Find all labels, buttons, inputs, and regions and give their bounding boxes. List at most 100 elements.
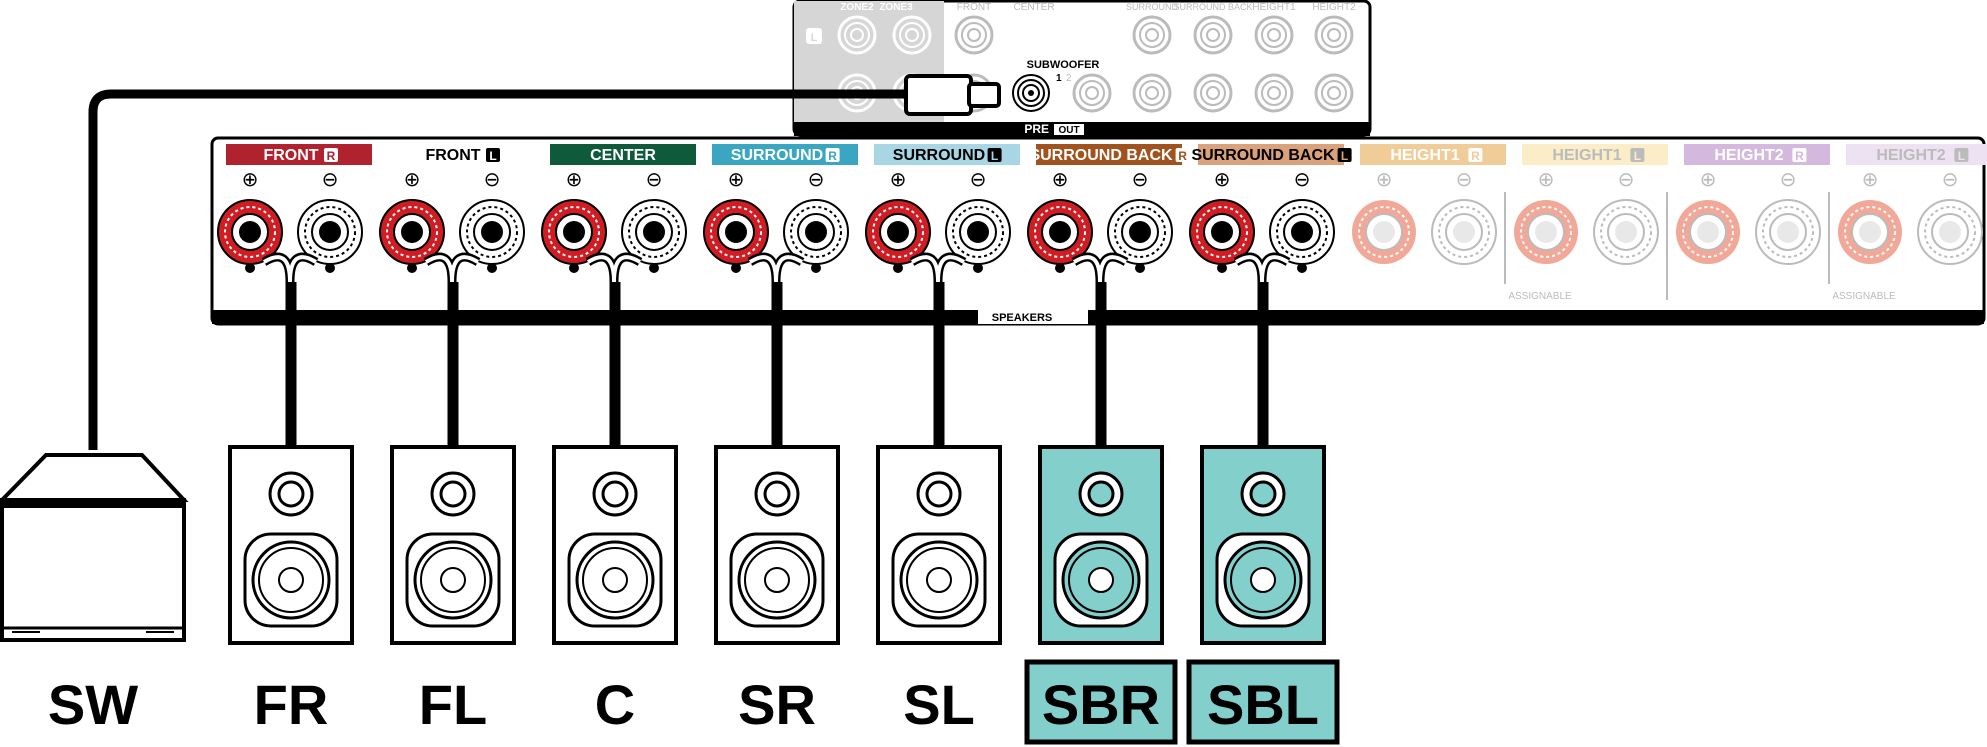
terminal-side-letter: L: [1634, 149, 1641, 163]
speaker-label-sbr: SBR: [1042, 673, 1160, 736]
terminal-post-positive: [541, 199, 607, 265]
pre-label: PRE: [1024, 122, 1049, 136]
terminal-post-negative: [1107, 199, 1173, 265]
terminal-post-negative: [1917, 199, 1983, 265]
plus-symbol: ⊕: [1052, 169, 1069, 191]
preout-rca-jack: [1193, 15, 1233, 55]
preout-rca-jack: [1254, 73, 1294, 113]
terminal-side-badge: [825, 148, 840, 162]
preout-rca-jack: [1193, 73, 1233, 113]
subwoofer-number-2: 2: [1066, 73, 1072, 84]
terminal-post-positive: [1676, 200, 1740, 264]
terminal-side-badge: [1630, 148, 1645, 162]
plus-symbol: ⊕: [728, 169, 745, 191]
minus-symbol: ⊖: [1132, 169, 1149, 191]
terminal-post-negative: [945, 199, 1011, 265]
speaker-cabinet: [876, 445, 1002, 645]
terminal-side-letter: R: [327, 149, 336, 163]
minus-symbol: ⊖: [646, 169, 663, 191]
terminal-group: SURROUND R ⊕ ⊖: [703, 144, 858, 283]
terminal-label: HEIGHT2: [1714, 147, 1783, 164]
rca-plug-body: [904, 74, 973, 116]
speaker-label-box: [1024, 659, 1178, 745]
speaker-cabinet: [552, 445, 678, 645]
out-label-box: [1054, 124, 1084, 135]
out-label: OUT: [1058, 125, 1079, 136]
preout-label-height2: HEIGHT2: [1312, 2, 1356, 13]
terminal-side-badge: [987, 148, 1002, 162]
plus-symbol: ⊕: [1538, 169, 1555, 191]
terminal-post-negative: [297, 199, 363, 265]
terminal-post-positive: [217, 199, 283, 265]
terminal-label: HEIGHT1: [1390, 147, 1459, 164]
preout-label-center: CENTER: [1013, 2, 1054, 13]
terminal-post-negative: [621, 199, 687, 265]
preout-rca-jack: [892, 15, 932, 55]
terminal-label-bar: [1198, 144, 1344, 165]
terminal-label: FRONT: [425, 147, 480, 164]
speaker-cabinet: [1200, 445, 1326, 645]
speaker-label-box: [1186, 659, 1340, 745]
subwoofer-unit: [0, 453, 189, 642]
assignable-label-2: ASSIGNABLE: [1832, 291, 1896, 302]
speakers-label: SPEAKERS: [992, 312, 1053, 324]
plus-symbol: ⊕: [890, 169, 907, 191]
speaker-label-sw: SW: [48, 673, 138, 736]
terminal-label-bar: [712, 144, 858, 165]
preout-rca-jack: [1314, 15, 1354, 55]
terminal-label: HEIGHT2: [1876, 147, 1945, 164]
terminal-label: FRONT: [263, 147, 318, 164]
terminal-label-bar: [550, 144, 696, 165]
terminal-label: SURROUND: [731, 147, 823, 164]
minus-symbol: ⊖: [808, 169, 825, 191]
subwoofer-jack-1: [1012, 74, 1050, 112]
terminal-post-positive: [865, 199, 931, 265]
terminal-side-badge: [1792, 148, 1807, 162]
terminal-side-letter: R: [828, 149, 837, 163]
terminal-side-letter: L: [1958, 149, 1965, 163]
minus-symbol: ⊖: [1618, 169, 1635, 191]
preout-rca-jack: [1254, 15, 1294, 55]
speakers-label-box: [978, 310, 1088, 324]
terminal-post-negative: [1269, 199, 1335, 265]
terminal-side-letter: R: [1471, 149, 1480, 163]
terminal-label: CENTER: [590, 147, 656, 164]
minus-symbol: ⊖: [322, 169, 339, 191]
terminal-post-negative: [1431, 199, 1497, 265]
plus-symbol: ⊕: [1700, 169, 1717, 191]
minus-symbol: ⊖: [1456, 169, 1473, 191]
terminal-post-negative: [1593, 199, 1659, 265]
terminal-side-letter: R: [1795, 149, 1804, 163]
terminal-side-badge: [1337, 148, 1352, 162]
minus-symbol: ⊖: [1942, 169, 1959, 191]
terminal-post-positive: [1838, 200, 1902, 264]
terminal-side-badge: [324, 148, 338, 162]
preout-label-surround-back: SURROUND BACK: [1173, 2, 1252, 12]
speaker-label-sl: SL: [903, 673, 975, 736]
terminal-side-letter: R: [1178, 149, 1187, 163]
terminal-post-positive: [1189, 199, 1255, 265]
speaker-cabinet: [1038, 445, 1164, 645]
speaker-cabinet: [714, 445, 840, 645]
terminal-post-positive: [1514, 200, 1578, 264]
terminal-label-bar: [1036, 144, 1182, 165]
subwoofer-label: SUBWOOFER: [1027, 59, 1100, 71]
terminal-side-letter: L: [1341, 149, 1348, 163]
preout-rca-jack: [954, 15, 994, 55]
preout-label-zone3: ZONE3: [879, 2, 913, 13]
plus-symbol: ⊕: [242, 169, 259, 191]
preout-label-zone2-top: ZONE2: [840, 2, 874, 13]
minus-symbol: ⊖: [484, 169, 501, 191]
speaker-label-sr: SR: [738, 673, 816, 736]
terminal-side-badge: [1468, 148, 1483, 162]
minus-symbol: ⊖: [970, 169, 987, 191]
terminal-label: SURROUND: [893, 147, 985, 164]
